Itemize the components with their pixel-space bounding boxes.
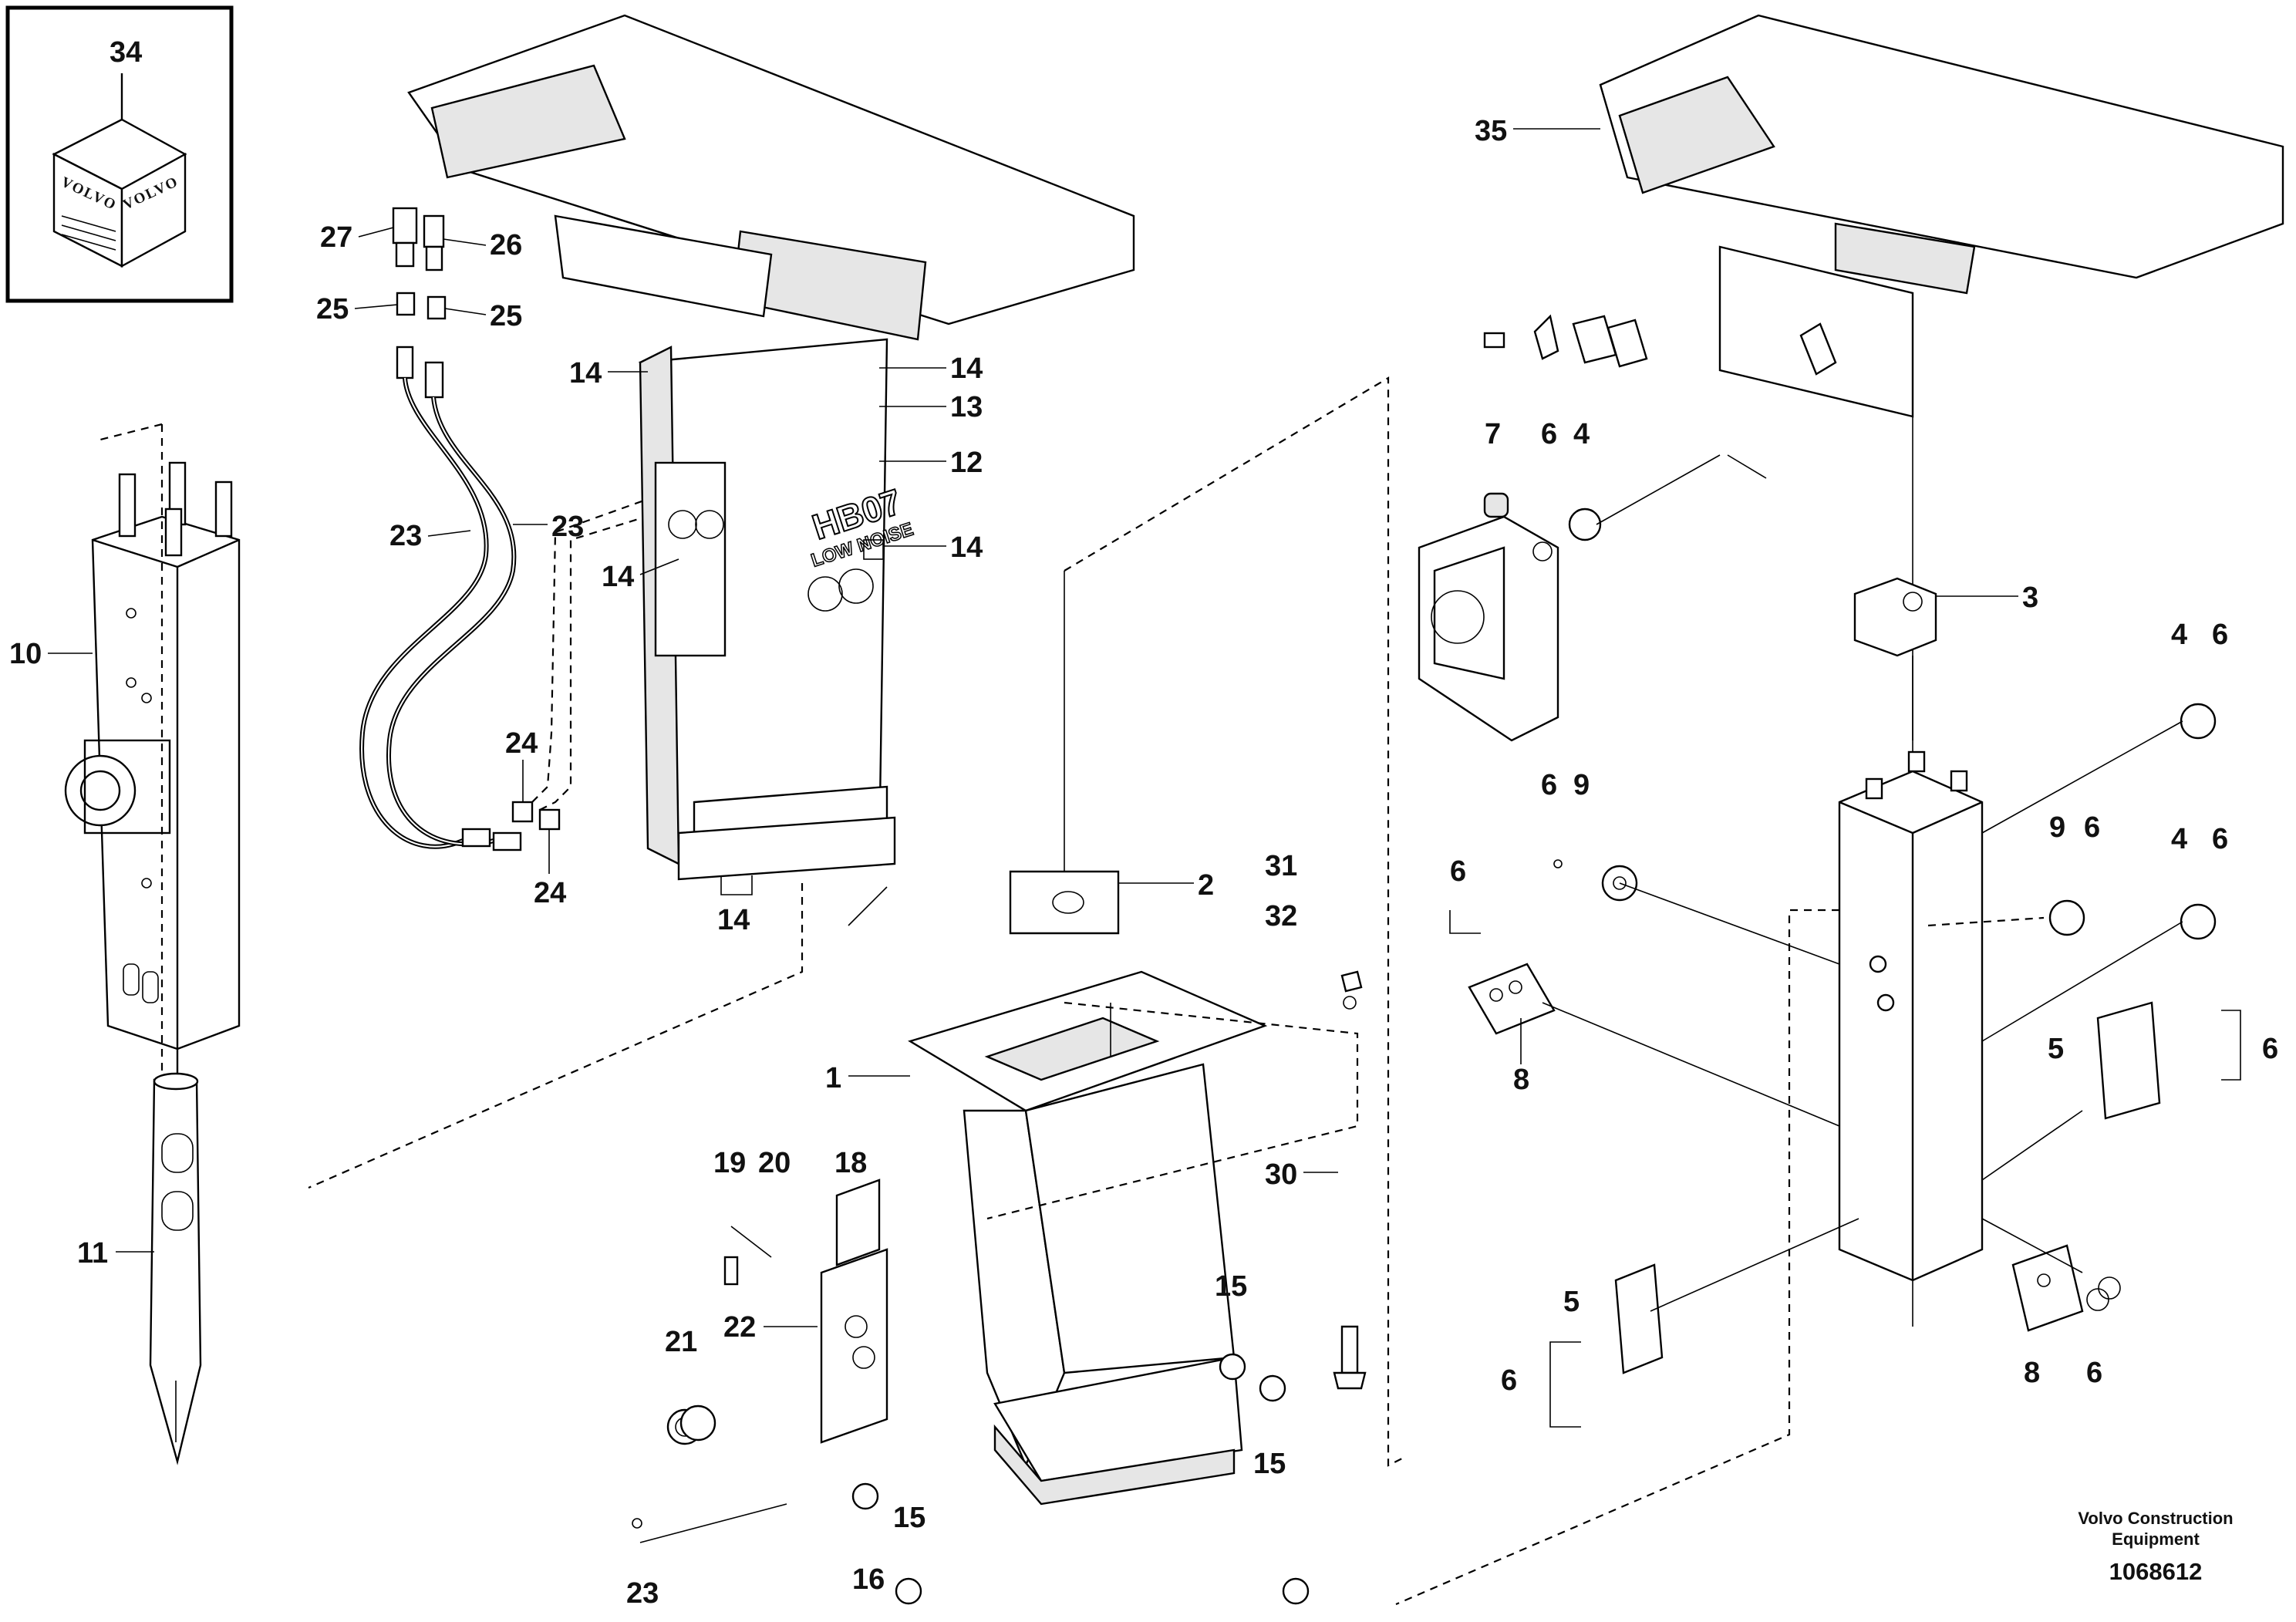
callout-1: 1 — [825, 1062, 841, 1094]
callout-14-c: 14 — [950, 531, 983, 564]
brand-line-1: Volvo Construction — [2078, 1509, 2233, 1528]
callout-4-a: 4 — [1573, 418, 1590, 450]
callout-22: 22 — [723, 1311, 756, 1344]
callout-12: 12 — [950, 447, 983, 479]
callout-30: 32 — [1265, 900, 1297, 932]
callout-19: 20 — [758, 1147, 791, 1179]
callout-14-e: 14 — [717, 904, 750, 936]
callout-16: 16 — [852, 1563, 885, 1596]
right-valve-block — [1395, 750, 1984, 1606]
callout-20: 21 — [665, 1326, 697, 1358]
callout-6-c: 6 — [1541, 769, 1557, 801]
callout-23-right: 23 — [551, 511, 584, 543]
callout-labels: 34 10 11 27 26 25 25 23 23 24 24 14 14 1… — [9, 36, 2278, 1610]
callout-17: 18 — [834, 1147, 867, 1179]
hydraulic-hose-kit — [359, 207, 672, 851]
valve-block-assembly — [64, 423, 241, 1188]
callout-31: 34 — [110, 36, 142, 69]
kit-box-frame: VOLVO VOLVO — [5, 5, 234, 303]
callout-9-a: 9 — [1573, 769, 1590, 801]
callout-18: 19 — [713, 1147, 746, 1179]
callout-28: 30 — [1265, 1158, 1297, 1191]
document-number: 1068612 — [2109, 1558, 2203, 1585]
callout-6-f: 6 — [1450, 855, 1466, 888]
adapter-frame — [908, 376, 1404, 1506]
callout-32: 35 — [1475, 115, 1507, 147]
callout-6-d: 6 — [2084, 811, 2100, 844]
callout-6-h: 6 — [1501, 1364, 1517, 1397]
callout-15-a: 15 — [1215, 1270, 1247, 1303]
callout-6-g: 6 — [2262, 1033, 2278, 1065]
callout-25-left: 25 — [316, 293, 349, 325]
callout-14-a: 14 — [569, 357, 602, 389]
callout-6-b: 6 — [2212, 619, 2228, 651]
callout-3: 3 — [2022, 582, 2038, 614]
callout-2: 2 — [1198, 869, 1214, 902]
callout-5-a: 5 — [2048, 1033, 2064, 1065]
callout-6-i: 6 — [2086, 1357, 2102, 1389]
footer: Volvo Construction Equipment 1068612 — [2078, 1509, 2233, 1585]
callout-23-left: 23 — [389, 520, 422, 552]
callout-15-b: 15 — [1253, 1448, 1286, 1480]
right-hood — [1599, 14, 2284, 771]
connector-lines — [848, 454, 2183, 1312]
right-fasteners — [1418, 314, 1937, 742]
callout-4-b: 4 — [2171, 619, 2187, 651]
callout-14-d: 14 — [602, 561, 634, 593]
callout-24-top: 24 — [505, 727, 538, 760]
callout-21: 23 — [626, 1577, 659, 1610]
callout-25-right: 25 — [490, 300, 522, 332]
callout-8-b: 8 — [2024, 1357, 2040, 1389]
callout-13: 13 — [950, 391, 983, 423]
callout-15-c: 15 — [893, 1502, 925, 1534]
callout-6-e: 6 — [2212, 823, 2228, 855]
callout-29: 31 — [1265, 850, 1297, 882]
callout-8-a: 8 — [1513, 1064, 1529, 1096]
callout-9-b: 9 — [2049, 811, 2065, 844]
callout-4-c: 4 — [2171, 823, 2187, 855]
callout-14-b: 14 — [950, 352, 983, 385]
callout-27: 27 — [320, 221, 352, 254]
callout-24-bottom: 24 — [534, 877, 566, 909]
callout-26: 26 — [490, 229, 522, 261]
callout-7: 7 — [1485, 418, 1501, 450]
chisel-tool — [149, 1072, 202, 1465]
brand-line-2: Equipment — [2112, 1529, 2200, 1549]
callout-5-b: 5 — [1563, 1286, 1580, 1318]
right-plates-and-washers — [1468, 703, 2217, 1374]
fasteners-and-plates — [632, 970, 1367, 1605]
callout-10: 10 — [9, 638, 42, 670]
callout-6-a: 6 — [1541, 418, 1557, 450]
callout-11: 11 — [77, 1237, 108, 1270]
